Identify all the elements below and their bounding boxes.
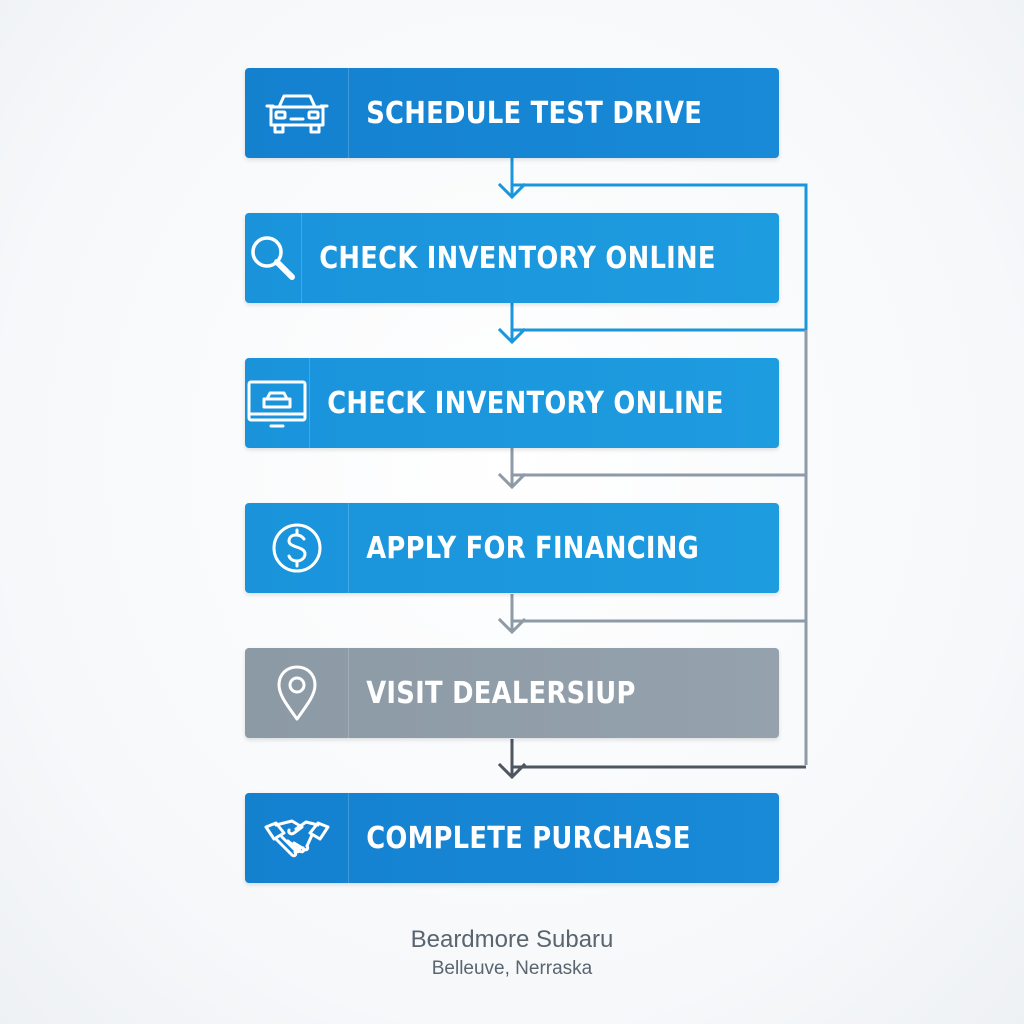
step-label: SCHEDULE TEST DRIVE [366, 95, 703, 131]
step-label: APPLY FOR FINANCING [366, 530, 700, 566]
search-icon [245, 213, 302, 303]
step-schedule-test-drive: SCHEDULE TEST DRIVE [245, 68, 779, 158]
step-apply-for-financing: APPLY FOR FINANCING [245, 503, 779, 593]
handshake-icon [245, 793, 349, 883]
step-label: CHECK INVENTORY ONLINE [327, 385, 724, 421]
step-visit-dealership: VISIT DEALERSIUP [245, 648, 779, 738]
connector-step5-step6 [497, 739, 806, 780]
connector-step4-step5 [497, 594, 806, 635]
car-icon [245, 68, 349, 158]
location-pin-icon [245, 648, 349, 738]
step-label: CHECK INVENTORY ONLINE [319, 240, 716, 276]
step-check-inventory-online-2: CHECK INVENTORY ONLINE [245, 358, 779, 448]
step-label: COMPLETE PURCHASE [366, 820, 691, 856]
step-label: VISIT DEALERSIUP [366, 675, 636, 711]
dealer-name: Beardmore Subaru [410, 926, 614, 953]
step-check-inventory-online: CHECK INVENTORY ONLINE [245, 213, 779, 303]
dollar-circle-icon [245, 503, 349, 593]
step-complete-purchase: COMPLETE PURCHASE [245, 793, 779, 883]
dealer-location: Belleuve, Nerraska [431, 958, 593, 979]
monitor-car-icon [245, 358, 310, 448]
connector-step2-step3 [497, 303, 527, 345]
